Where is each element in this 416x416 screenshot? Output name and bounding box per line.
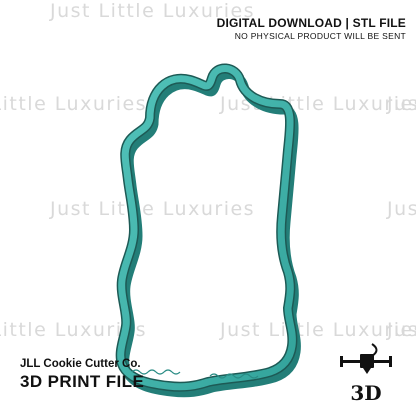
watermark-text: Just Little Luxuries [220,319,416,341]
watermark-text: Just Little Luxuries [387,93,416,115]
watermark-text: Just Little Luxuries [50,0,256,22]
cutter-rim [115,63,298,392]
print-file-label: 3D PRINT FILE [20,372,145,391]
watermark-text: Just Little Luxuries [387,198,416,220]
watermark-text: Just Little Luxuries [50,198,256,220]
watermark-text: Just Little Luxuries [387,319,416,341]
3d-label: 3D [350,381,381,405]
watermark-text: Just Little Luxuries [0,93,148,115]
cutter-rim-highlight [117,65,296,391]
header-title: DIGITAL DOWNLOAD | STL FILE [216,16,406,30]
header-notice: DIGITAL DOWNLOAD | STL FILE NO PHYSICAL … [217,16,406,42]
cutter-texture [131,369,259,379]
brand-name: JLL Cookie Cutter Co. [20,358,141,370]
watermark-text: Just Little Luxuries [0,319,148,341]
3d-printer-icon: 3D [340,343,392,405]
footer-branding: JLL Cookie Cutter Co. 3D PRINT FILE [20,357,144,393]
header-subtitle: NO PHYSICAL PRODUCT WILL BE SENT [234,31,406,41]
